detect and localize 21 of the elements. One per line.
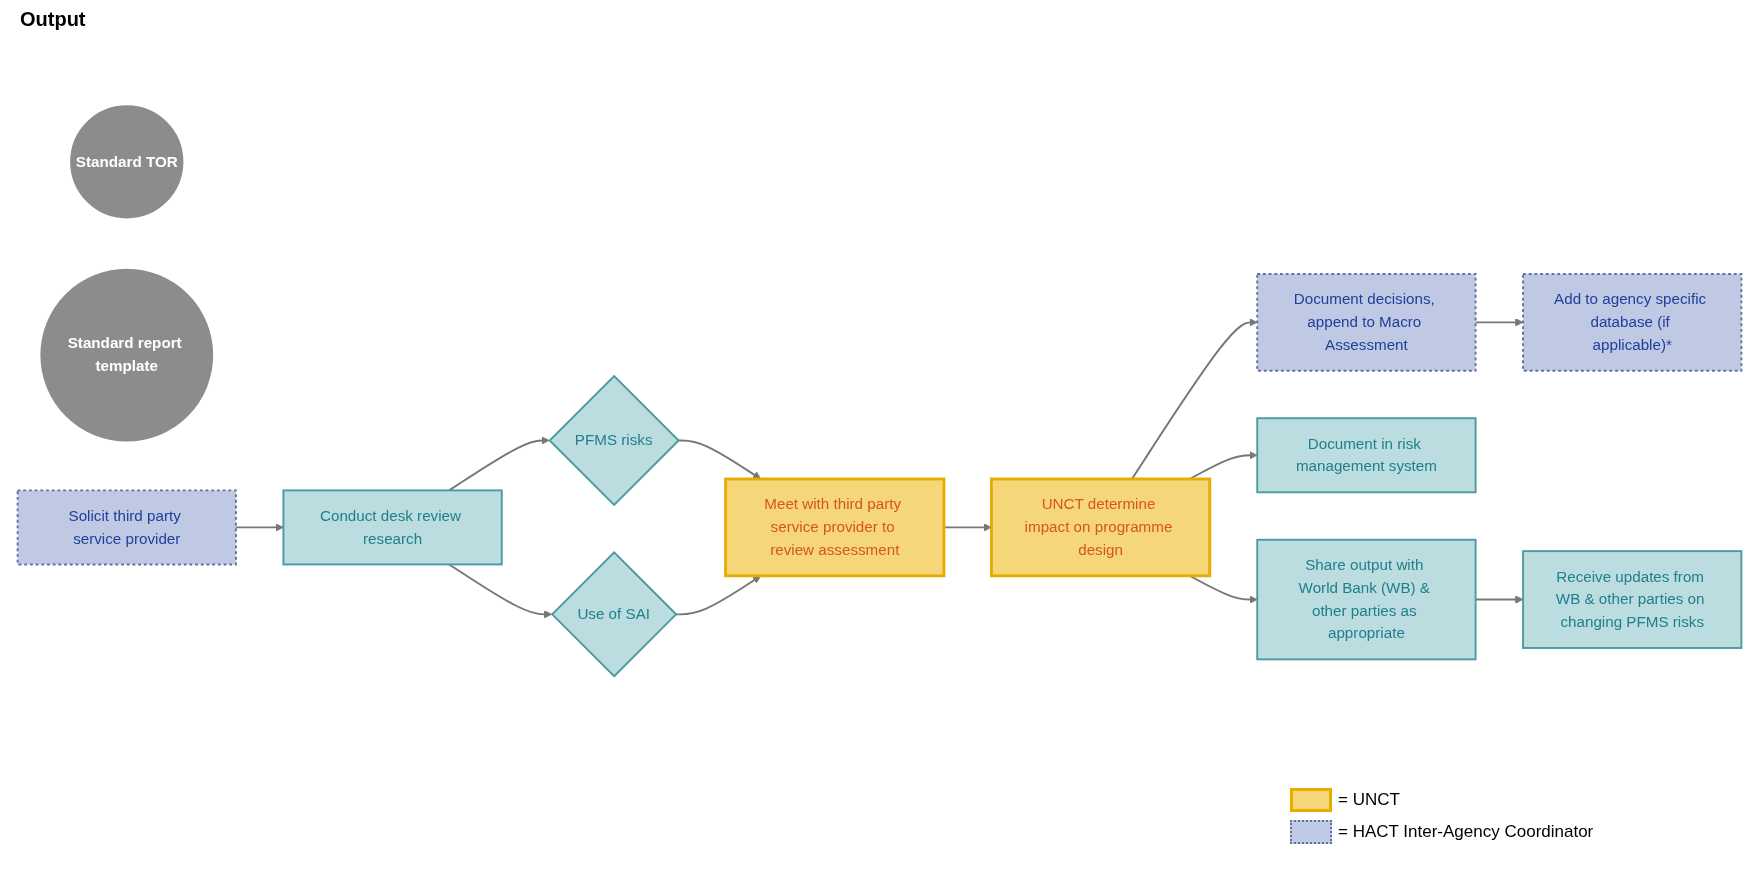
node-box: Solicit third party service provider — [16, 489, 237, 566]
node-box: Document in risk management system — [1256, 417, 1477, 494]
node-circle: Standard report template — [37, 265, 216, 445]
arrow — [448, 563, 553, 619]
arrow — [448, 436, 550, 492]
node-box: UNCT determine impact on programme design — [990, 477, 1212, 578]
arrow — [235, 523, 284, 532]
node-diamond: Use of SAI — [550, 551, 678, 678]
node-box: Meet with third party service provider to review assessment — [724, 477, 946, 578]
legend-label: = HACT Inter-Agency Coordinator — [1338, 822, 1594, 842]
node-circle: Standard TOR — [67, 102, 187, 222]
node-box: Document decisions, append to Macro Assessment — [1256, 273, 1477, 372]
section-heading: Output — [20, 8, 86, 31]
arrow — [943, 523, 992, 532]
node-box: Receive updates from WB & other parties on changing PFMS risks — [1522, 550, 1743, 649]
node-box: Share output with World Bank (WB) & other parties as appropriate — [1256, 538, 1477, 661]
arrow — [674, 575, 762, 616]
node-diamond: PFMS risks — [548, 374, 680, 507]
legend-label: = UNCT — [1338, 790, 1400, 810]
node-box: Add to agency specific database (if applicable)* — [1522, 273, 1743, 372]
node-box: Conduct desk review research — [282, 489, 503, 566]
